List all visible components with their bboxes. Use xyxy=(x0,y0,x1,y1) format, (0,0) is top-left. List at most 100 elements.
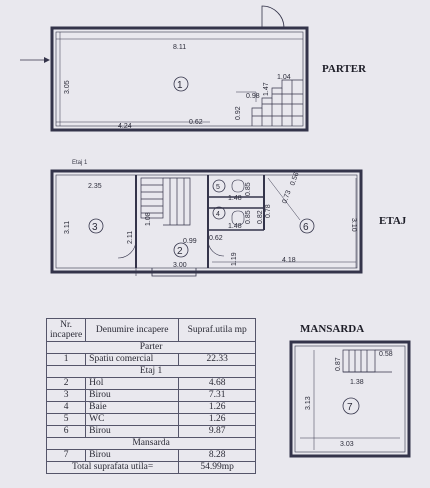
table-row: 6 Birou 9.87 xyxy=(45,425,257,438)
level-label-parter: PARTER xyxy=(322,63,367,75)
sink-fixture xyxy=(231,210,245,226)
wc-fixture xyxy=(231,179,245,193)
room-2-number: 2 xyxy=(177,246,183,257)
room-6-number: 6 xyxy=(303,222,309,233)
mansarda-dim-stair-v: 0.87 xyxy=(335,357,342,371)
room-2-marker xyxy=(173,242,189,258)
etaj-dim-diag-a: 0.56 xyxy=(289,171,300,186)
total-row: Total suprafata utila= 54.99mp xyxy=(45,461,257,474)
etaj-dim-diag-c: 0.82 xyxy=(257,210,264,224)
parter-outer-wall xyxy=(50,26,309,132)
room-7-marker xyxy=(342,397,360,415)
table-row: 2 Hol 4.68 xyxy=(45,377,257,390)
row-nr: 3 xyxy=(45,389,87,402)
room-6-marker xyxy=(299,218,315,234)
row-name: Baie xyxy=(85,401,180,414)
room-4-marker xyxy=(212,206,226,220)
etaj-stair xyxy=(140,177,191,226)
etaj-inner-wall xyxy=(55,174,358,269)
parter-dim-top: 8.11 xyxy=(173,44,186,51)
row-name: Birou xyxy=(85,389,180,402)
etaj-dim-hall-a: 0.99 xyxy=(183,238,197,245)
etaj-dim-diag-b: 0.73 xyxy=(281,189,292,204)
etaj-dim-bath-h1: 0.85 xyxy=(245,182,252,196)
header-area: Supraf.utila mp xyxy=(178,318,257,342)
row-name: Birou xyxy=(85,425,180,438)
row-name: WC xyxy=(85,413,180,426)
parter-dim-left: 3.05 xyxy=(64,80,71,94)
mansarda-dim-top-right: 0.58 xyxy=(379,351,393,358)
row-area: 9.87 xyxy=(178,425,257,438)
diag-dim-line xyxy=(267,177,301,221)
room-3-marker xyxy=(88,218,104,234)
row-area: 7.31 xyxy=(178,389,257,402)
parter-dim-bottom-left: 4.24 xyxy=(118,123,132,130)
parter-dim-bottom-mid: 0.62 xyxy=(189,119,203,126)
row-area: 8.28 xyxy=(178,449,257,462)
etaj-dim-right: 3.10 xyxy=(350,218,357,232)
total-label: Total suprafata utila= xyxy=(45,461,180,474)
mansarda-outer-wall xyxy=(289,340,411,458)
section-parter: Parter xyxy=(45,341,257,354)
etaj-dim-stair-mid: 1.08 xyxy=(145,212,152,226)
mansarda-dim-stair-h: 1.38 xyxy=(350,379,364,386)
room-7-number: 7 xyxy=(347,402,353,413)
row-name: Birou xyxy=(85,449,180,462)
area-table: Nr. incapere Denumire incapere Supraf.ut… xyxy=(45,318,257,474)
etaj-dim-door-v: 1.19 xyxy=(231,252,238,266)
total-value: 54.99mp xyxy=(178,461,257,474)
etaj-dim-bottom-right: 4.18 xyxy=(282,257,296,264)
table-header-row: Nr. incapere Denumire incapere Supraf.ut… xyxy=(45,318,257,342)
table-row: 1 Spatiu comercial 22.33 xyxy=(45,353,257,366)
row-area: 22.33 xyxy=(178,353,257,366)
etaj-dim-bath-w2: 1.48 xyxy=(228,223,242,230)
etaj1-small-label: Etaj 1 xyxy=(72,160,88,166)
section-etaj1: Etaj 1 xyxy=(45,365,257,378)
etaj-dim-room3-inner: 2.11 xyxy=(127,231,134,244)
row-nr: 4 xyxy=(45,401,87,414)
mansarda-dim-bottom: 3.03 xyxy=(340,441,354,448)
section-mansarda: Mansarda xyxy=(45,437,257,450)
table-row: 3 Birou 7.31 xyxy=(45,389,257,402)
parter-plan xyxy=(20,5,309,132)
etaj-outer-wall xyxy=(50,169,363,274)
level-label-etaj: ETAJ xyxy=(379,215,407,227)
stair-down-opening xyxy=(151,268,197,277)
parter-dim-stair-b: 1.47 xyxy=(263,82,270,96)
parter-inner-wall xyxy=(55,31,304,127)
etaj-dim-top-left: 2.35 xyxy=(88,183,102,190)
table-row: 7 Birou 8.28 xyxy=(45,449,257,462)
room-1-marker xyxy=(173,76,189,92)
door-swing-room6 xyxy=(207,239,225,257)
row-nr: 6 xyxy=(45,425,87,438)
mansarda-plan xyxy=(289,340,411,458)
etaj-dim-diag-d: 0.78 xyxy=(265,204,272,218)
room-1-number: 1 xyxy=(177,80,183,91)
mansarda-stair xyxy=(342,349,392,373)
level-label-mansarda: MANSARDA xyxy=(300,323,364,335)
row-name: Hol xyxy=(85,377,180,390)
row-nr: 5 xyxy=(45,413,87,426)
section-row: Etaj 1 xyxy=(45,365,257,378)
room-5-number: 5 xyxy=(216,184,220,191)
table-row: 5 WC 1.26 xyxy=(45,413,257,426)
row-area: 1.26 xyxy=(178,401,257,414)
etaj-dim-hall-b: 0.62 xyxy=(209,235,223,242)
parter-dim-stair-right: 1.04 xyxy=(277,74,291,81)
row-nr: 1 xyxy=(45,353,87,366)
entrance-arrowhead xyxy=(44,57,50,63)
room-4-number: 4 xyxy=(216,211,220,218)
etaj-plan xyxy=(50,169,363,277)
parter-door-swing xyxy=(261,5,285,29)
etaj-dim-bath-w1: 1.48 xyxy=(228,195,242,202)
row-area: 1.26 xyxy=(178,413,257,426)
room-3-number: 3 xyxy=(92,222,98,233)
mansarda-inner-wall xyxy=(294,345,406,453)
etaj-dim-left: 3.11 xyxy=(64,221,71,234)
etaj-dim-bottom-mid: 3.00 xyxy=(173,262,187,269)
etaj-dim-bath-h2: 0.85 xyxy=(245,210,252,224)
header-name: Denumire incapere xyxy=(85,318,180,342)
header-nr: Nr. incapere xyxy=(45,318,87,342)
parter-dim-stair-a: 0.98 xyxy=(246,93,260,100)
row-area: 4.68 xyxy=(178,377,257,390)
